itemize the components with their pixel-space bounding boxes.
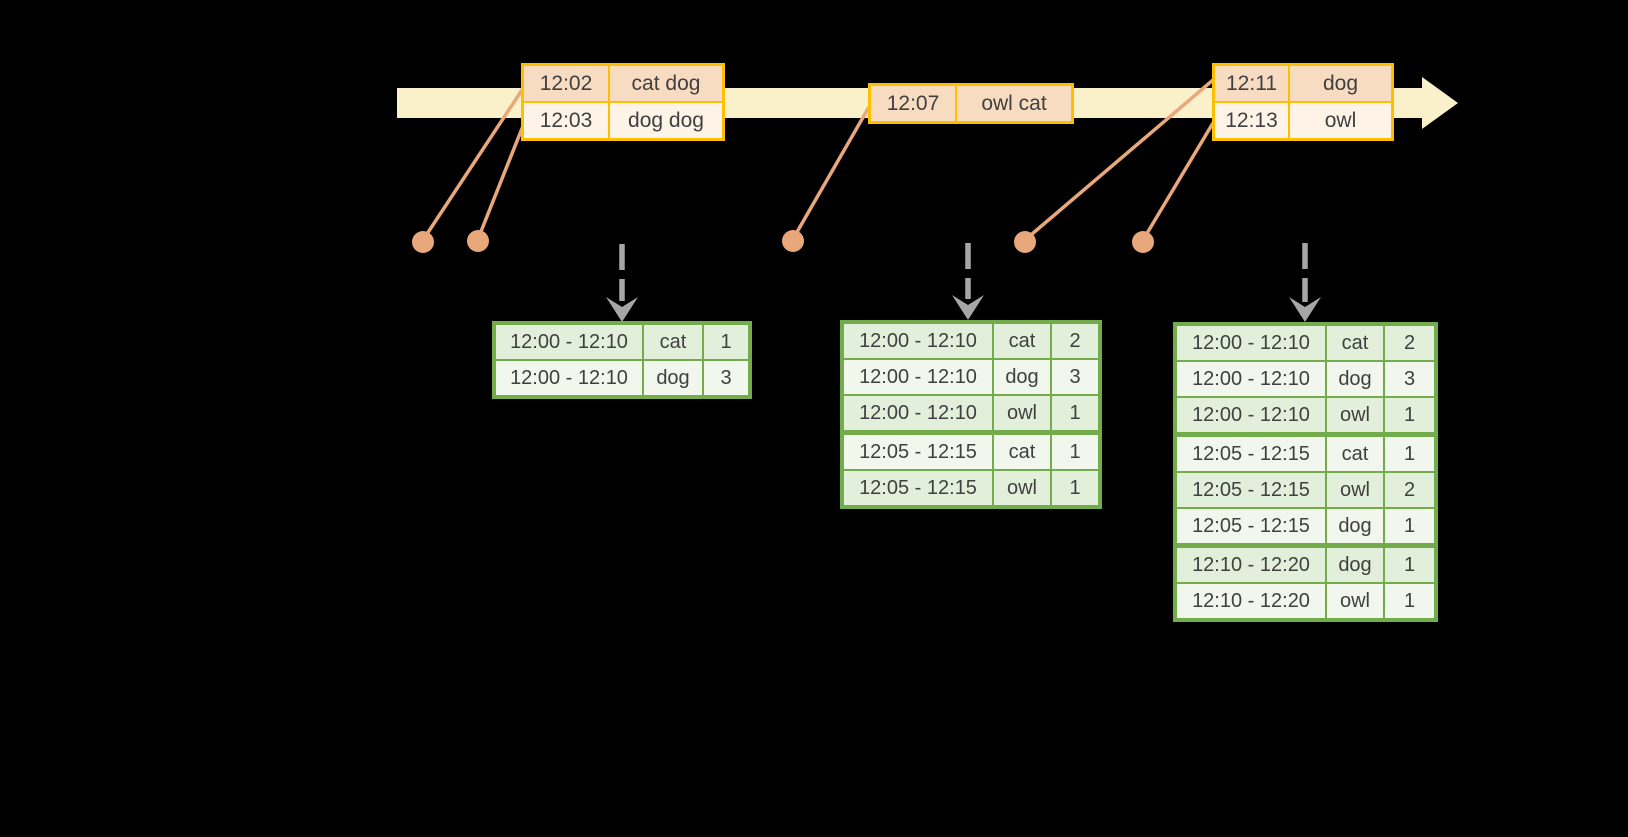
window-cell: 12:00 - 12:10 <box>844 396 992 430</box>
words-cell: dog <box>1290 66 1391 101</box>
time-cell: 12:03 <box>524 103 608 138</box>
count-cell: 1 <box>1052 396 1098 430</box>
word-cell: owl <box>994 396 1050 430</box>
connector-line <box>476 125 525 240</box>
words-cell: cat dog <box>610 66 722 101</box>
window-cell: 12:00 - 12:10 <box>1177 362 1325 396</box>
word-cell: owl <box>1327 398 1383 432</box>
window-cell: 12:05 - 12:15 <box>844 435 992 469</box>
window-cell: 12:00 - 12:10 <box>496 361 642 395</box>
count-cell: 3 <box>1052 360 1098 394</box>
count-cell: 1 <box>704 325 748 359</box>
arrow-down-icon <box>952 295 984 320</box>
word-cell: cat <box>1327 326 1383 360</box>
timeline-arrowhead-icon <box>1422 77 1458 129</box>
window-cell: 12:00 - 12:10 <box>1177 326 1325 360</box>
connector-line <box>421 89 524 241</box>
event-dot <box>467 230 489 252</box>
count-cell: 1 <box>1385 584 1434 618</box>
word-cell: dog <box>1327 548 1383 582</box>
window-cell: 12:05 - 12:15 <box>1177 437 1325 471</box>
word-cell: cat <box>994 324 1050 358</box>
time-cell: 12:07 <box>871 86 955 121</box>
time-cell: 12:02 <box>524 66 608 101</box>
window-cell: 12:05 - 12:15 <box>1177 509 1325 543</box>
count-cell: 1 <box>1385 548 1434 582</box>
word-cell: cat <box>994 435 1050 469</box>
window-cell: 12:05 - 12:15 <box>1177 473 1325 507</box>
words-cell: owl <box>1290 103 1391 138</box>
word-cell: dog <box>1327 509 1383 543</box>
trigger-arrow <box>952 243 984 320</box>
window-cell: 12:10 - 12:20 <box>1177 584 1325 618</box>
count-cell: 1 <box>1052 471 1098 505</box>
words-cell: dog dog <box>610 103 722 138</box>
word-cell: owl <box>1327 584 1383 618</box>
trigger-arrow <box>606 244 638 322</box>
trigger-arrow <box>1289 243 1321 322</box>
window-cell: 12:00 - 12:10 <box>844 324 992 358</box>
count-cell: 1 <box>1385 509 1434 543</box>
word-cell: cat <box>1327 437 1383 471</box>
count-cell: 1 <box>1052 435 1098 469</box>
connector-line <box>1023 78 1215 242</box>
arrow-down-icon <box>1289 297 1321 322</box>
window-cell: 12:00 - 12:10 <box>496 325 642 359</box>
count-cell: 2 <box>1385 326 1434 360</box>
window-cell: 12:10 - 12:20 <box>1177 548 1325 582</box>
count-cell: 3 <box>704 361 748 395</box>
count-cell: 2 <box>1052 324 1098 358</box>
count-cell: 2 <box>1385 473 1434 507</box>
arrow-down-icon <box>606 297 638 322</box>
word-cell: dog <box>644 361 702 395</box>
event-dot <box>782 230 804 252</box>
count-cell: 1 <box>1385 398 1434 432</box>
connector-line <box>791 106 871 240</box>
event-dot <box>412 231 434 253</box>
count-cell: 1 <box>1385 437 1434 471</box>
word-cell: owl <box>1327 473 1383 507</box>
count-cell: 3 <box>1385 362 1434 396</box>
time-cell: 12:13 <box>1215 103 1288 138</box>
word-cell: owl <box>994 471 1050 505</box>
word-cell: cat <box>644 325 702 359</box>
window-cell: 12:00 - 12:10 <box>1177 398 1325 432</box>
window-cell: 12:00 - 12:10 <box>844 360 992 394</box>
word-cell: dog <box>1327 362 1383 396</box>
event-dot <box>1132 231 1154 253</box>
word-cell: dog <box>994 360 1050 394</box>
connector-line <box>1141 122 1215 241</box>
window-cell: 12:05 - 12:15 <box>844 471 992 505</box>
time-cell: 12:11 <box>1215 66 1288 101</box>
event-dot <box>1014 231 1036 253</box>
words-cell: owl cat <box>957 86 1071 121</box>
